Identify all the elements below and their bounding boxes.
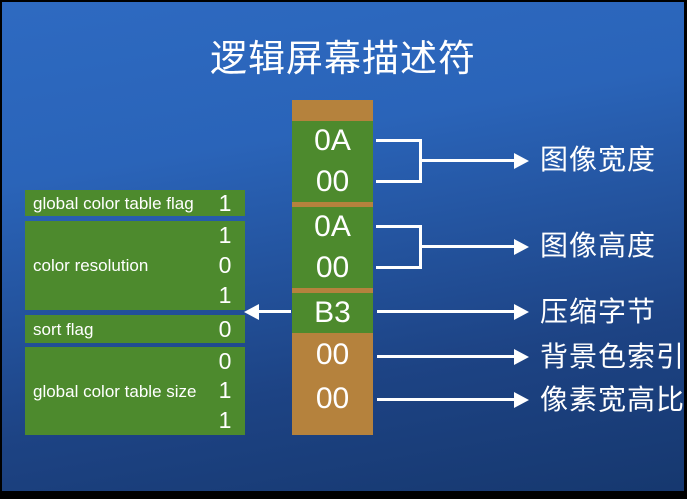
byte-value: 00 <box>315 250 350 284</box>
bit-values: 1 <box>209 190 245 216</box>
byte-group-image-height: 0A 00 <box>292 207 373 288</box>
bit-value: 1 <box>218 377 232 404</box>
byte-group-trailer: 00 00 <box>292 333 373 435</box>
width-bracket-top-line <box>376 139 422 142</box>
byte-value: 00 <box>315 164 350 198</box>
bit-row-label: global color table size <box>33 381 197 401</box>
arrow-to-aspect-ratio-shaft <box>377 398 515 401</box>
bit-value: 0 <box>218 348 232 375</box>
byte-value: 0A <box>314 210 351 244</box>
bit-values: 0 1 1 <box>209 347 245 435</box>
label-background-color-index: 背景色索引 <box>540 341 686 372</box>
arrow-to-bit-table-shaft <box>258 310 291 313</box>
arrow-to-aspect-ratio-head-icon <box>514 392 529 408</box>
arrow-to-image-width-head-icon <box>514 153 529 169</box>
label-image-height: 图像高度 <box>540 230 657 261</box>
bit-value: 1 <box>218 406 232 433</box>
byte-column-cap <box>292 100 373 121</box>
bit-row-global-color-table-flag: global color table flag 1 <box>25 190 245 216</box>
bit-row-label: color resolution <box>33 256 149 275</box>
byte-value: 00 <box>315 382 350 415</box>
byte-group-image-width: 0A 00 <box>292 121 373 202</box>
bit-field-table: global color table flag 1 color resoluti… <box>25 190 245 435</box>
arrow-to-packed-byte-head-icon <box>514 304 529 320</box>
byte-group-separator <box>292 202 373 207</box>
arrow-to-packed-byte-shaft <box>377 310 515 313</box>
height-bracket-vertical-line <box>419 225 422 269</box>
label-packed-byte: 压缩字节 <box>540 296 657 327</box>
slide-title: 逻辑屏幕描述符 <box>210 38 476 79</box>
bit-value: 1 <box>218 222 232 249</box>
byte-group-separator <box>292 288 373 293</box>
bit-values: 1 0 1 <box>209 221 245 310</box>
bit-row-label: sort flag <box>33 319 94 339</box>
label-image-width: 图像宽度 <box>540 144 657 175</box>
bit-value: 1 <box>218 189 232 216</box>
byte-group-packed-byte: B3 <box>292 293 373 333</box>
height-bracket-bottom-line <box>376 266 422 269</box>
bit-row-color-resolution: color resolution 1 0 1 <box>25 221 245 310</box>
height-bracket-top-line <box>376 225 422 228</box>
bit-value: 0 <box>218 251 232 278</box>
slide-background: 逻辑屏幕描述符 global color table flag 1 color … <box>2 2 684 491</box>
bit-value: 1 <box>218 281 232 308</box>
label-pixel-aspect-ratio: 像素宽高比 <box>540 384 686 415</box>
arrow-to-background-index-head-icon <box>514 349 529 365</box>
bit-row-label: global color table flag <box>33 193 194 213</box>
arrow-to-background-index-shaft <box>377 355 515 358</box>
byte-value: 00 <box>315 338 350 371</box>
byte-value: B3 <box>314 296 351 329</box>
width-bracket-vertical-line <box>419 139 422 183</box>
bit-row-sort-flag: sort flag 0 <box>25 315 245 343</box>
bit-value: 0 <box>218 315 232 342</box>
bit-values: 0 <box>209 315 245 343</box>
byte-column: 0A 00 0A 00 B3 00 00 <box>292 100 373 435</box>
byte-value: 0A <box>314 124 351 158</box>
arrow-to-bit-table-head-icon <box>244 304 259 320</box>
bit-row-global-color-table-size: global color table size 0 1 1 <box>25 347 245 435</box>
arrow-to-image-height-head-icon <box>514 239 529 255</box>
arrow-to-image-width-shaft <box>421 159 515 162</box>
arrow-to-image-height-shaft <box>421 245 515 248</box>
width-bracket-bottom-line <box>376 180 422 183</box>
